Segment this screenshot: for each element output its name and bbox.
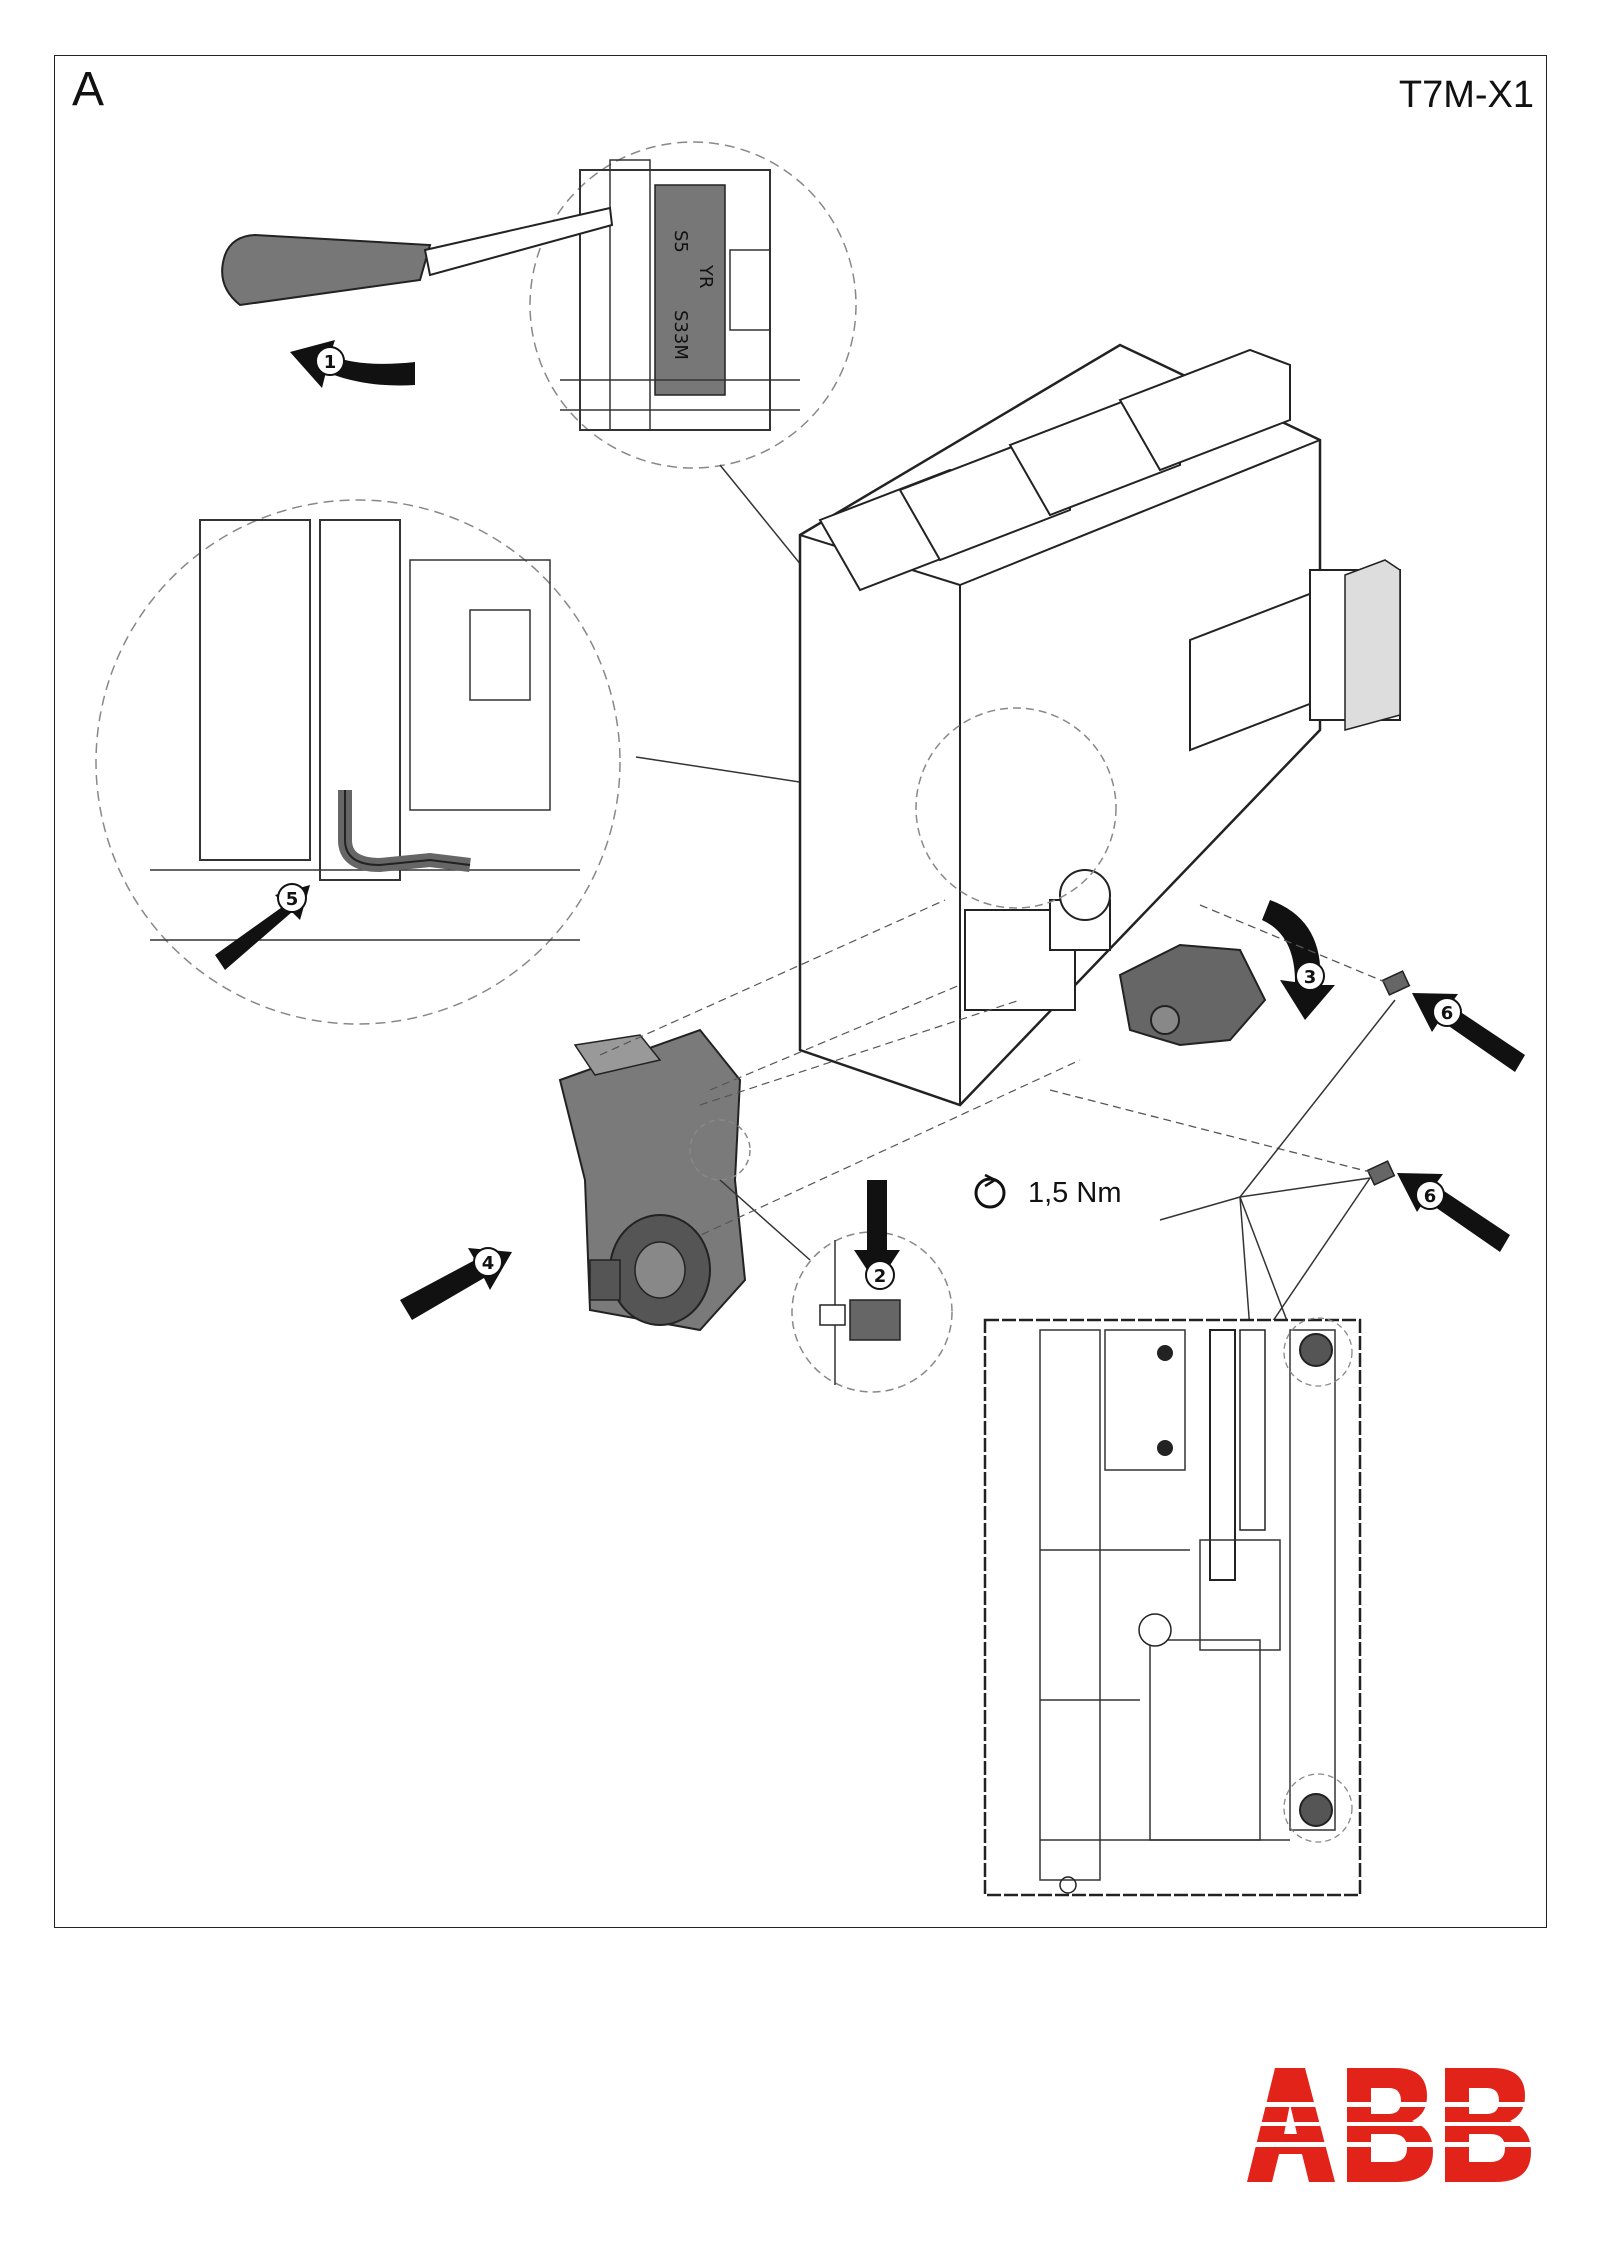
detail-circle-step2	[791, 1231, 953, 1393]
step-5-arrow: 5	[215, 883, 310, 970]
step-3-number: 3	[1304, 967, 1317, 988]
detail-circle-left	[95, 499, 621, 1025]
abb-logo	[1247, 2068, 1542, 2182]
torque-value: 1,5 Nm	[1028, 1177, 1122, 1209]
step-2-number: 2	[874, 1266, 887, 1287]
screw-upper	[1381, 970, 1411, 996]
step-1-number: 1	[324, 352, 337, 373]
step-5-number: 5	[286, 889, 299, 910]
step-2-arrow: 2	[854, 1180, 900, 1290]
circuit-breaker	[798, 343, 1401, 1107]
step-4-number: 4	[482, 1253, 495, 1274]
detail-label-s33m: S33M	[670, 310, 691, 360]
step-6-arrow-upper: 6	[1412, 993, 1525, 1072]
drawing-frame	[54, 55, 1547, 1928]
screw-lower	[1366, 1160, 1396, 1186]
step-4-arrow: 4	[400, 1247, 512, 1320]
motor-lever	[1118, 943, 1267, 1047]
step-6-number-upper: 6	[1441, 1003, 1454, 1024]
step-6-arrow-lower: 6	[1397, 1173, 1510, 1252]
step-1-arrow: 1	[290, 340, 415, 388]
step-3-arrow: 3	[1262, 900, 1335, 1020]
screwdriver-icon	[221, 206, 614, 307]
detail-label-s5: S5	[670, 230, 691, 253]
model-label: T7M-X1	[1398, 74, 1534, 116]
detail-circle-top: S5 YR S33M	[529, 141, 857, 469]
motor-unit	[558, 1028, 747, 1332]
section-view	[983, 1317, 1362, 1897]
torque-icon	[974, 1173, 1006, 1209]
detail-label-yr: YR	[695, 264, 716, 289]
figure-letter: A	[72, 63, 105, 116]
step-6-number-lower: 6	[1424, 1186, 1437, 1207]
